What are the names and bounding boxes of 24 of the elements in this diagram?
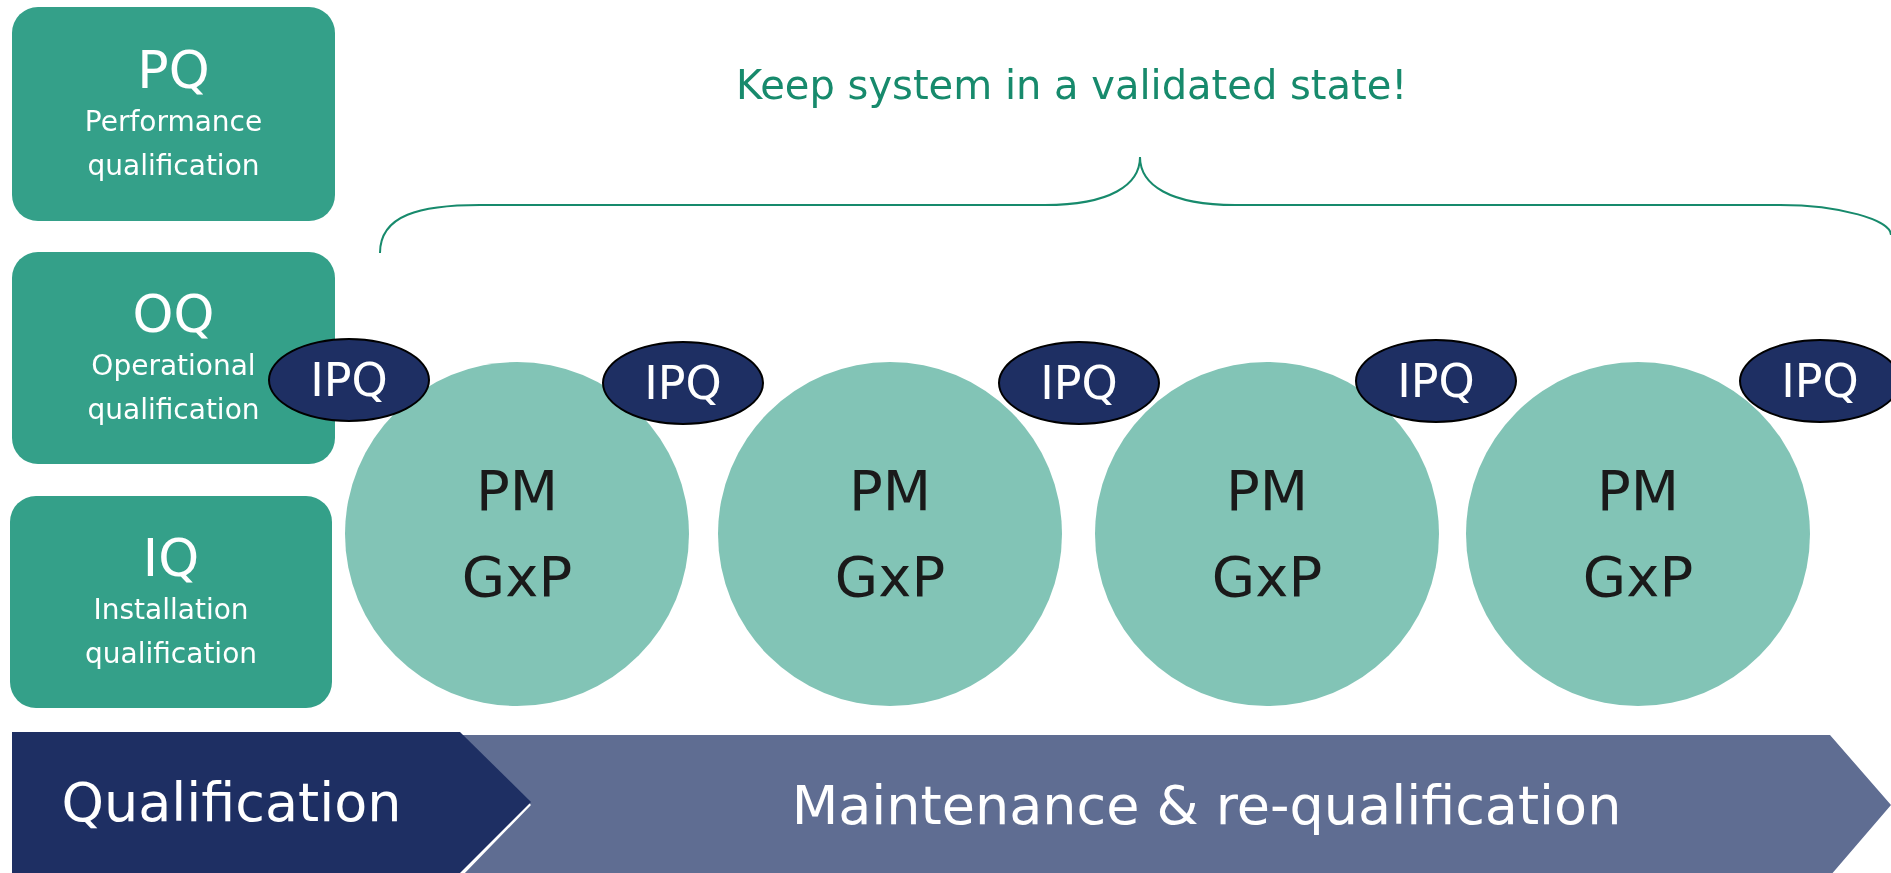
node-label: PM [1225, 457, 1309, 525]
phase-label: Qualification [61, 771, 402, 834]
node-label: GxP [1582, 543, 1694, 611]
stage-name: Performance qualification [83, 104, 264, 184]
stage-name: Installation qualification [83, 592, 259, 672]
stage-abbreviation: OQ [132, 284, 215, 344]
node-label: IPQ [1040, 356, 1118, 410]
stage-box [10, 496, 332, 708]
node-label: PM [475, 457, 559, 525]
heading-text: Keep system in a validated state! [736, 62, 1408, 108]
node-label: IPQ [644, 356, 722, 410]
node-label: PM [1596, 457, 1680, 525]
node-label: PM [848, 457, 932, 525]
stage-abbreviation: IQ [142, 528, 200, 588]
node-label: GxP [461, 543, 573, 611]
node-label: GxP [834, 543, 946, 611]
node-label: IPQ [310, 353, 388, 407]
phase-label: Maintenance & re-qualification [791, 774, 1622, 837]
node-label: GxP [1211, 543, 1323, 611]
stage-name: Operational qualification [86, 348, 261, 428]
node-label: IPQ [1397, 354, 1475, 408]
node-label: IPQ [1781, 354, 1859, 408]
stage-abbreviation: PQ [137, 40, 210, 100]
stage-box [12, 7, 335, 221]
